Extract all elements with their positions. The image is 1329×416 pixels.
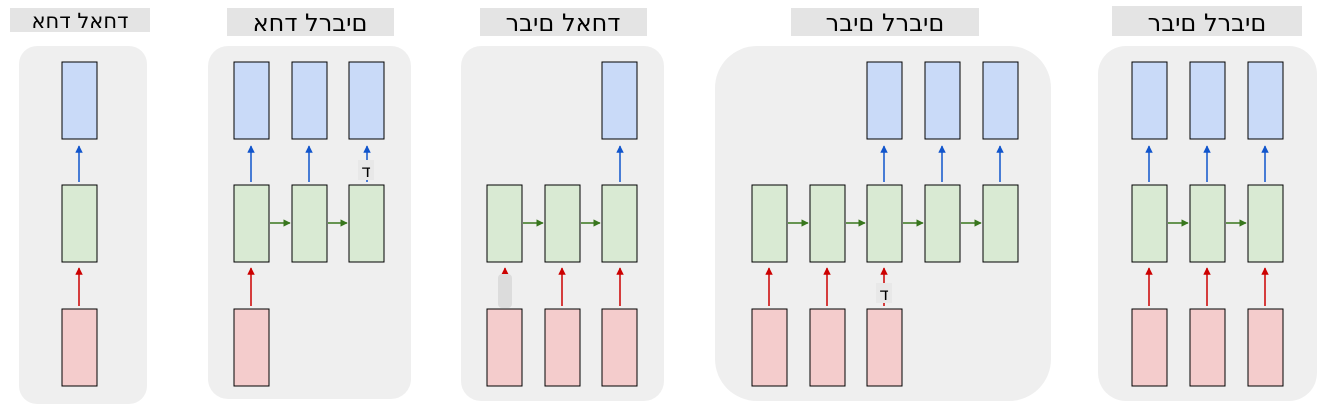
output-box (291, 61, 328, 140)
input-box (1131, 308, 1168, 387)
hidden-box (1131, 184, 1168, 263)
output-box (1131, 61, 1168, 140)
input-box (61, 308, 98, 387)
input-box (866, 308, 903, 387)
hidden-box (233, 184, 270, 263)
hidden-box (1189, 184, 1226, 263)
hidden-box (809, 184, 846, 263)
panel-many-to-one: דחאל םיבר (461, 8, 664, 401)
panel-many-to-many-synced: םיברל םיבר (1098, 6, 1317, 401)
panel-many-to-many-delayed: םיברל םיבר ד (715, 8, 1051, 401)
annotation-background (358, 160, 374, 180)
input-box (544, 308, 581, 387)
hidden-box (751, 184, 788, 263)
hidden-box (982, 184, 1019, 263)
annotation-label: ד (879, 285, 888, 305)
smudge-mark (498, 274, 512, 308)
hidden-box (1247, 184, 1284, 263)
hidden-box (544, 184, 581, 263)
panel-one-to-one: דחאל דחא (10, 8, 150, 404)
output-box (982, 61, 1019, 140)
input-box (486, 308, 523, 387)
panel-title: םיברל םיבר (826, 9, 945, 37)
hidden-box (601, 184, 638, 263)
output-box (1189, 61, 1226, 140)
output-box (866, 61, 903, 140)
panel-title: דחאל םיבר (506, 9, 621, 37)
hidden-box (866, 184, 903, 263)
hidden-box (486, 184, 523, 263)
input-box (1189, 308, 1226, 387)
hidden-box (924, 184, 961, 263)
input-box (751, 308, 788, 387)
hidden-box (348, 184, 385, 263)
title-background (227, 8, 394, 36)
output-box (924, 61, 961, 140)
title-background (10, 8, 150, 32)
title-background (1112, 6, 1302, 36)
hidden-box (61, 184, 98, 263)
panel-title: םיברל םיבר (1148, 9, 1267, 37)
output-box (601, 61, 638, 140)
output-box (1247, 61, 1284, 140)
annotation-label: ד (361, 162, 370, 182)
output-box (348, 61, 385, 140)
hidden-box (291, 184, 328, 263)
input-box (601, 308, 638, 387)
panel-title: דחאל דחא (31, 9, 128, 33)
panel-title: םיברל דחא (253, 9, 368, 37)
title-background (791, 8, 979, 36)
input-box (1247, 308, 1284, 387)
panel-one-to-many: םיברל דחא ד (208, 8, 411, 399)
input-box (233, 308, 270, 387)
output-box (61, 61, 98, 140)
input-box (809, 308, 846, 387)
title-background (480, 8, 647, 36)
output-box (233, 61, 270, 140)
annotation-background (876, 283, 892, 303)
